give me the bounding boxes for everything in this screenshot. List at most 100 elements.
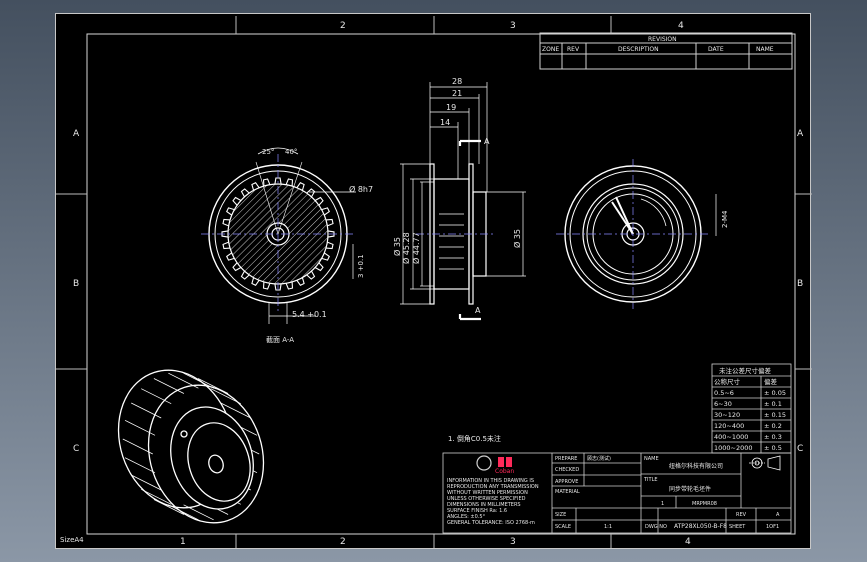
iso-tooth xyxy=(183,504,214,521)
tb-material-label: MATERIAL xyxy=(555,489,580,495)
zone-col-3: 3 xyxy=(510,21,516,31)
tb-checked-label: CHECKED xyxy=(555,467,579,473)
iso-tooth xyxy=(153,499,185,515)
pulley-tooth xyxy=(222,241,231,250)
hub-dia-label: Ø 35 xyxy=(512,229,522,248)
side-profile-view xyxy=(400,82,526,321)
company-logo: Coban xyxy=(476,455,514,475)
tb-drawing-no: ATP28XL050-B-F8 xyxy=(674,523,727,530)
revision-header-description: DESCRIPTION xyxy=(618,46,659,53)
pulley-tooth xyxy=(285,281,294,290)
iso-tooth xyxy=(122,438,153,455)
tb-note-line: GENERAL TOLERANCE: ISO 2768-m xyxy=(447,520,535,526)
section-a-top-label: A xyxy=(484,137,490,146)
length-21-label: 21 xyxy=(452,89,462,98)
zone-row-b-right: B xyxy=(797,279,803,289)
tb-note-line: UNLESS OTHERWISE SPECIFIED xyxy=(447,496,526,502)
tolerance-row-dev: ± 0.05 xyxy=(764,389,786,397)
tb-dwgno-label: DWG NO xyxy=(645,524,667,530)
zone-row-c-right: C xyxy=(797,444,803,454)
zone-row-a-right: A xyxy=(797,129,804,139)
tolerance-row-size: 120~400 xyxy=(714,422,744,430)
iso-tooth xyxy=(141,388,172,405)
inner-frame xyxy=(86,33,796,535)
iso-tooth xyxy=(197,378,229,394)
revision-header-zone: ZONE xyxy=(542,46,559,53)
length-14-label: 14 xyxy=(440,118,450,127)
tb-prepare-label: PREPARE xyxy=(555,456,577,462)
tolerance-row-dev: ± 0.2 xyxy=(764,422,782,430)
pulley-tooth xyxy=(285,178,294,187)
tolerance-title: 未注公差尺寸偏差 xyxy=(719,366,772,375)
tolerance-row-dev: ± 0.1 xyxy=(764,400,782,408)
tb-name-label: NAME xyxy=(644,456,659,462)
tb-rev-label: REV xyxy=(736,512,747,518)
revision-header-date: DATE xyxy=(708,46,724,53)
zone-col-1-bottom: 1 xyxy=(180,537,186,547)
tolerance-row-size: 0.5~6 xyxy=(714,389,734,397)
iso-tooth xyxy=(183,372,214,389)
bore-diameter-label: Ø 8h7 xyxy=(349,184,373,194)
iso-tooth xyxy=(153,378,185,394)
tb-note-line: REPRODUCTION ANY TRANSMISSION xyxy=(447,484,539,490)
section-a-bottom-label: A xyxy=(475,306,481,315)
tolerance-row-dev: ± 0.15 xyxy=(764,411,786,419)
zone-col-4-bottom: 4 xyxy=(685,537,691,547)
iso-tooth xyxy=(131,402,162,419)
iso-tooth xyxy=(210,388,241,405)
pulley-tooth xyxy=(325,218,334,227)
flange-dia-label: Ø 35 xyxy=(392,237,402,256)
iso-tooth xyxy=(124,457,156,474)
pulley-tooth xyxy=(321,207,330,216)
pulley-tooth xyxy=(226,207,235,216)
tolerance-row-size: 1000~2000 xyxy=(714,444,753,452)
pulley-tooth xyxy=(306,188,316,198)
pulley-tooth xyxy=(240,270,250,280)
tolerance-row-size: 30~120 xyxy=(714,411,740,419)
tb-note-line: DIMENSIONS IN MILLIMETERS xyxy=(447,502,521,508)
tolerance-header-dev: 偏差 xyxy=(764,377,778,386)
tolerance-row-size: 6~30 xyxy=(714,400,732,408)
tb-note-line: SURFACE FINISH Ra: 1.6 xyxy=(447,508,507,514)
pulley-tooth xyxy=(262,178,271,187)
revision-header-rev: REV xyxy=(567,46,580,53)
tb-part-title: 同步带轮毛坯件 xyxy=(669,485,711,493)
front-section-view xyxy=(201,147,356,324)
end-face-view xyxy=(556,159,717,309)
zone-ticks xyxy=(56,16,812,548)
tb-approve-label: APPROVE xyxy=(555,479,578,485)
tolerance-header-size: 公称尺寸 xyxy=(714,377,741,386)
pulley-tooth xyxy=(240,188,250,198)
pulley-tooth xyxy=(296,277,305,286)
tb-scale-value: 1:1 xyxy=(604,524,612,530)
m4-label: 2-M4 xyxy=(721,210,729,228)
drawing-note: 1. 倒角C0.5未注 xyxy=(448,434,501,443)
keyway-3-label: 3 +0.1 xyxy=(357,254,365,278)
pulley-tooth xyxy=(325,241,334,250)
pulley-tooth xyxy=(232,196,242,206)
length-28-label: 28 xyxy=(452,77,462,86)
isometric-view xyxy=(117,369,265,524)
zone-row-a: A xyxy=(73,129,80,139)
tb-scale-label: SCALE xyxy=(555,524,571,530)
tolerance-row-size: 400~1000 xyxy=(714,433,748,441)
tb-rev-value: A xyxy=(776,512,780,518)
iso-tooth xyxy=(141,488,172,505)
revision-header-name: NAME xyxy=(756,46,774,53)
title-block xyxy=(442,452,792,534)
angle-25-label: 25° xyxy=(262,148,274,156)
pulley-tooth xyxy=(262,281,271,290)
tolerance-row-dev: ± 0.3 xyxy=(764,433,782,441)
drawing-sheet: 2 3 4 1 2 3 4 A B C A B C SizeA4 REVISIO… xyxy=(55,13,812,549)
projection-symbol-icon xyxy=(749,455,781,471)
pulley-tooth xyxy=(251,277,260,286)
iso-tooth xyxy=(131,474,162,491)
iso-tooth xyxy=(220,402,251,419)
logo-text: Coban xyxy=(495,468,514,475)
iso-tooth xyxy=(168,504,199,521)
pulley-tooth xyxy=(306,270,316,280)
keyway-54-label: 5.4 +0.1 xyxy=(292,310,327,319)
revision-table xyxy=(539,32,793,70)
tb-note-line: INFORMATION IN THIS DRAWING IS xyxy=(447,478,534,484)
tb-ref: MRPMR08 xyxy=(692,501,717,507)
